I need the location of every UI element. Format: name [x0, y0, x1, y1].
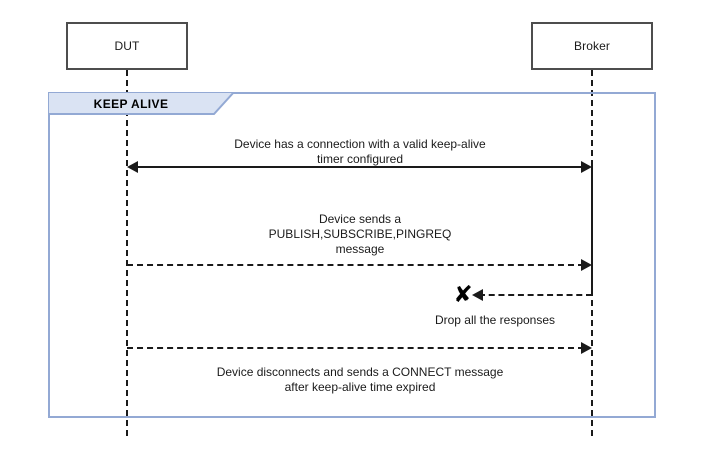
arrowhead-right-icon [581, 342, 592, 354]
arrowhead-left-icon [472, 289, 483, 301]
participant-box-dut[interactable]: DUT [66, 22, 188, 70]
message-publish-label: Device sends a PUBLISH,SUBSCRIBE,PINGREQ… [268, 212, 452, 256]
message-disconnect-label: Device disconnects and sends a CONNECT m… [216, 365, 504, 394]
activation-bar-broker [591, 163, 593, 291]
message-publish-line [127, 264, 584, 266]
arrowhead-right-icon [581, 161, 592, 173]
participant-label-broker: Broker [574, 39, 610, 53]
fragment-frame-keep-alive [48, 92, 656, 418]
lifeline-dut [126, 70, 128, 436]
drop-x-icon: ✘ [453, 281, 473, 308]
message-connection-label: Device has a connection with a valid kee… [234, 137, 486, 166]
message-disconnect-line [127, 347, 584, 349]
message-drop-line [479, 294, 592, 296]
arrowhead-right-icon [581, 259, 592, 271]
participant-box-broker[interactable]: Broker [531, 22, 653, 70]
fragment-label-text: KEEP ALIVE [93, 96, 169, 111]
fragment-label-tab[interactable]: KEEP ALIVE [48, 92, 238, 115]
message-drop-label: Drop all the responses [434, 313, 556, 327]
participant-label-dut: DUT [114, 39, 140, 53]
fragment-tab-shape [48, 92, 236, 115]
arrowhead-left-icon [127, 161, 138, 173]
message-connection-line [132, 166, 587, 168]
